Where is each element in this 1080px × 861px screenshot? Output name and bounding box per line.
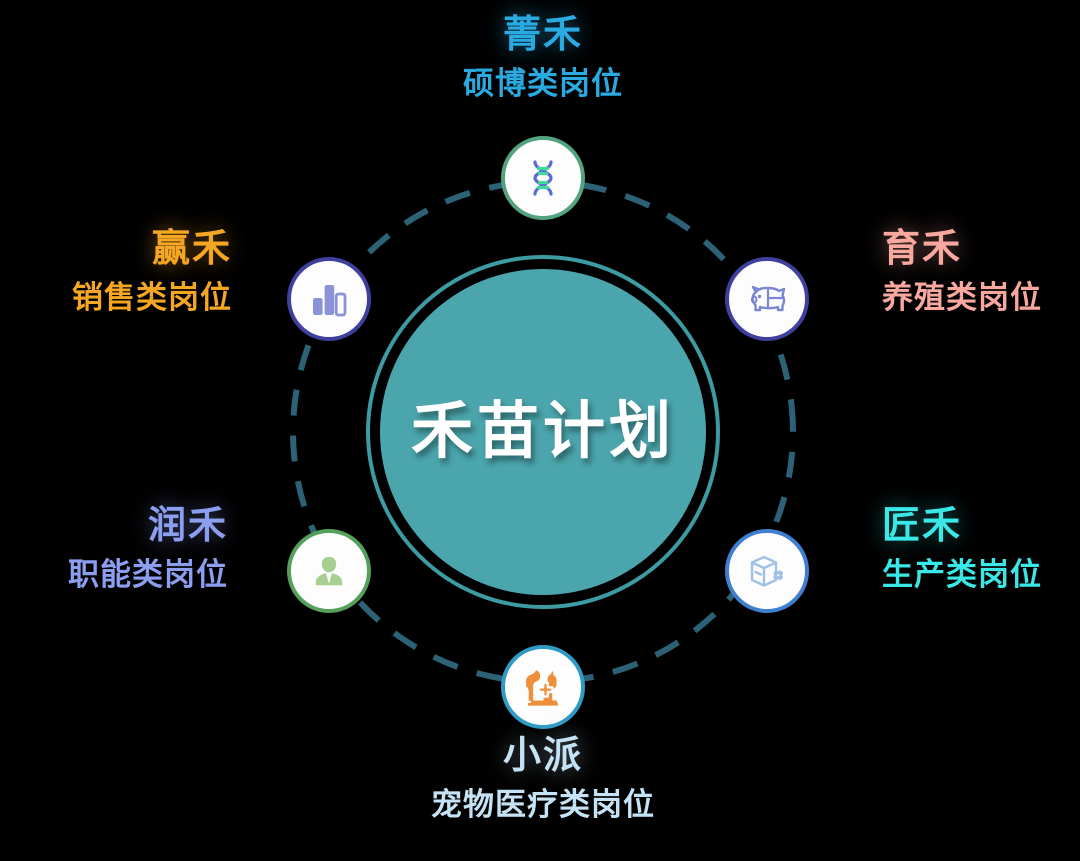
label-jinghe-subtitle: 硕博类岗位 xyxy=(463,65,623,101)
node-yuhe-icon[interactable] xyxy=(725,257,809,341)
label-xiaopai: 小派 宠物医疗类岗位 xyxy=(293,735,793,822)
dna-helix-icon xyxy=(521,156,565,200)
business-person-icon xyxy=(307,549,351,593)
pig-icon xyxy=(744,276,790,322)
label-runhe-subtitle: 职能类岗位 xyxy=(68,556,228,592)
label-yuhe-subtitle: 养殖类岗位 xyxy=(882,279,1042,315)
label-yuhe: 育禾 养殖类岗位 xyxy=(882,228,1042,315)
page-title: 禾苗计划 xyxy=(410,397,675,466)
label-yinghe-subtitle: 销售类岗位 xyxy=(72,279,232,315)
label-yuhe-title: 育禾 xyxy=(882,228,963,270)
center-outer-ring xyxy=(366,255,720,609)
label-yinghe-title: 赢禾 xyxy=(151,228,232,270)
label-runhe: 润禾 职能类岗位 xyxy=(0,505,228,592)
node-jianghe-icon[interactable] xyxy=(725,529,809,613)
center-hub: 禾苗计划 xyxy=(380,269,706,595)
label-xiaopai-subtitle: 宠物医疗类岗位 xyxy=(431,786,655,822)
label-jinghe: 菁禾 硕博类岗位 xyxy=(343,14,743,101)
node-yinghe-icon[interactable] xyxy=(287,257,371,341)
node-runhe-icon[interactable] xyxy=(287,529,371,613)
dog-cat-medical-icon xyxy=(519,663,567,711)
label-xiaopai-title: 小派 xyxy=(502,735,583,777)
node-jinghe-icon[interactable] xyxy=(501,136,585,220)
label-jianghe: 匠禾 生产类岗位 xyxy=(882,505,1042,592)
label-jianghe-subtitle: 生产类岗位 xyxy=(882,556,1042,592)
node-xiaopai-icon[interactable] xyxy=(501,645,585,729)
label-jinghe-title: 菁禾 xyxy=(502,14,583,56)
label-jianghe-title: 匠禾 xyxy=(882,505,963,547)
bar-chart-icon xyxy=(307,277,351,321)
label-yinghe: 赢禾 销售类岗位 xyxy=(0,228,232,315)
label-runhe-title: 润禾 xyxy=(147,505,228,547)
box-gear-icon xyxy=(744,548,790,594)
